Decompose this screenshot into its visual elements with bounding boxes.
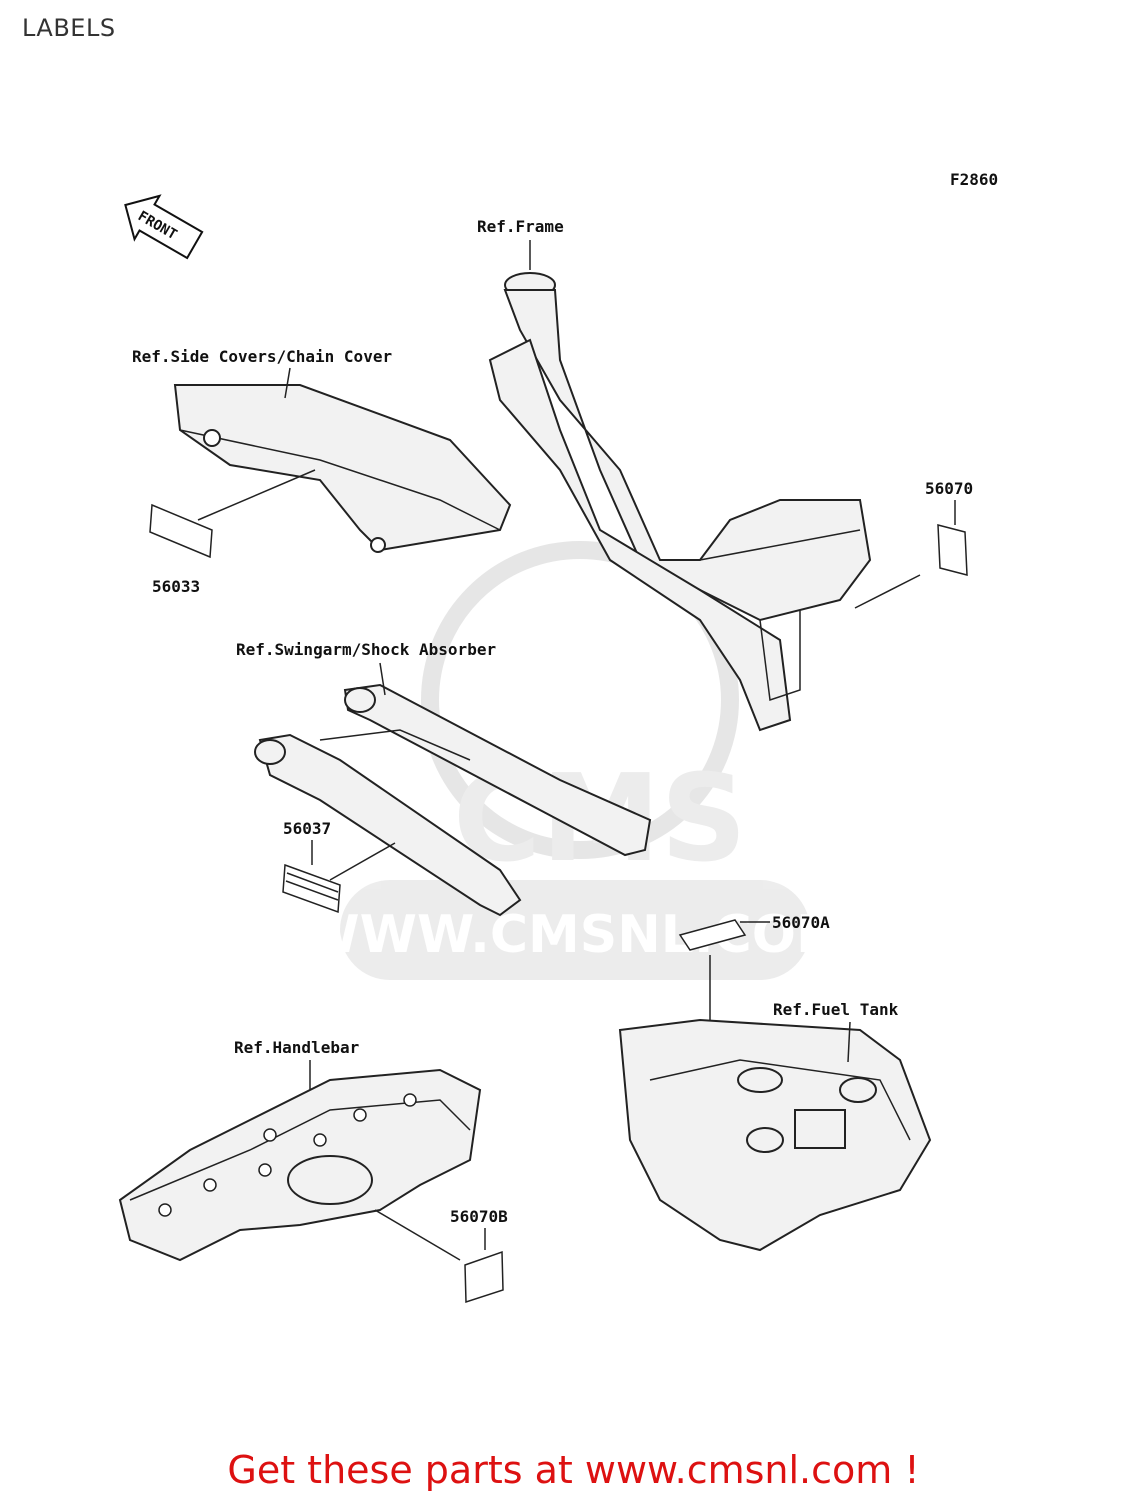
ref-frame-label: Ref.Frame [477, 217, 564, 236]
ref-swingarm-label: Ref.Swingarm/Shock Absorber [236, 640, 496, 659]
chain-cover-drawing [173, 384, 512, 553]
label-56070-sticker [937, 524, 968, 576]
swingarm-drawing [254, 683, 652, 917]
part-56070a: 56070A [772, 913, 830, 932]
ref-fuel-tank-label: Ref.Fuel Tank [773, 1000, 899, 1019]
footer-promo: Get these parts at www.cmsnl.com ! [0, 1448, 1147, 1492]
ref-side-covers-label: Ref.Side Covers/Chain Cover [132, 347, 392, 366]
part-56033: 56033 [152, 577, 200, 596]
label-56070b-sticker [464, 1250, 504, 1304]
footer-link[interactable]: www.cmsnl.com [584, 1448, 893, 1492]
part-56070: 56070 [925, 479, 973, 498]
label-56037-sticker [282, 863, 341, 914]
part-56070b: 56070B [450, 1207, 508, 1226]
label-56033-sticker [149, 503, 213, 559]
label-56070a-sticker [678, 919, 747, 951]
figure-code: F2860 [950, 170, 998, 189]
page-title: LABELS [22, 14, 116, 42]
front-arrow-icon: FRONT [124, 194, 204, 260]
part-56037: 56037 [283, 819, 331, 838]
frame-drawing [488, 272, 872, 732]
fuel-tank-drawing [618, 1018, 932, 1252]
footer-prefix: Get these parts at [227, 1448, 585, 1492]
handlebar-cover-drawing [118, 1068, 482, 1262]
watermark-url: WWW.CMSNL.COM [302, 905, 847, 965]
parts-diagram: CMS WWW.CMSNL.COM F2860 FRONT Ref.Frame … [118, 170, 998, 1304]
footer-suffix: ! [892, 1448, 920, 1492]
ref-handlebar-label: Ref.Handlebar [234, 1038, 359, 1057]
